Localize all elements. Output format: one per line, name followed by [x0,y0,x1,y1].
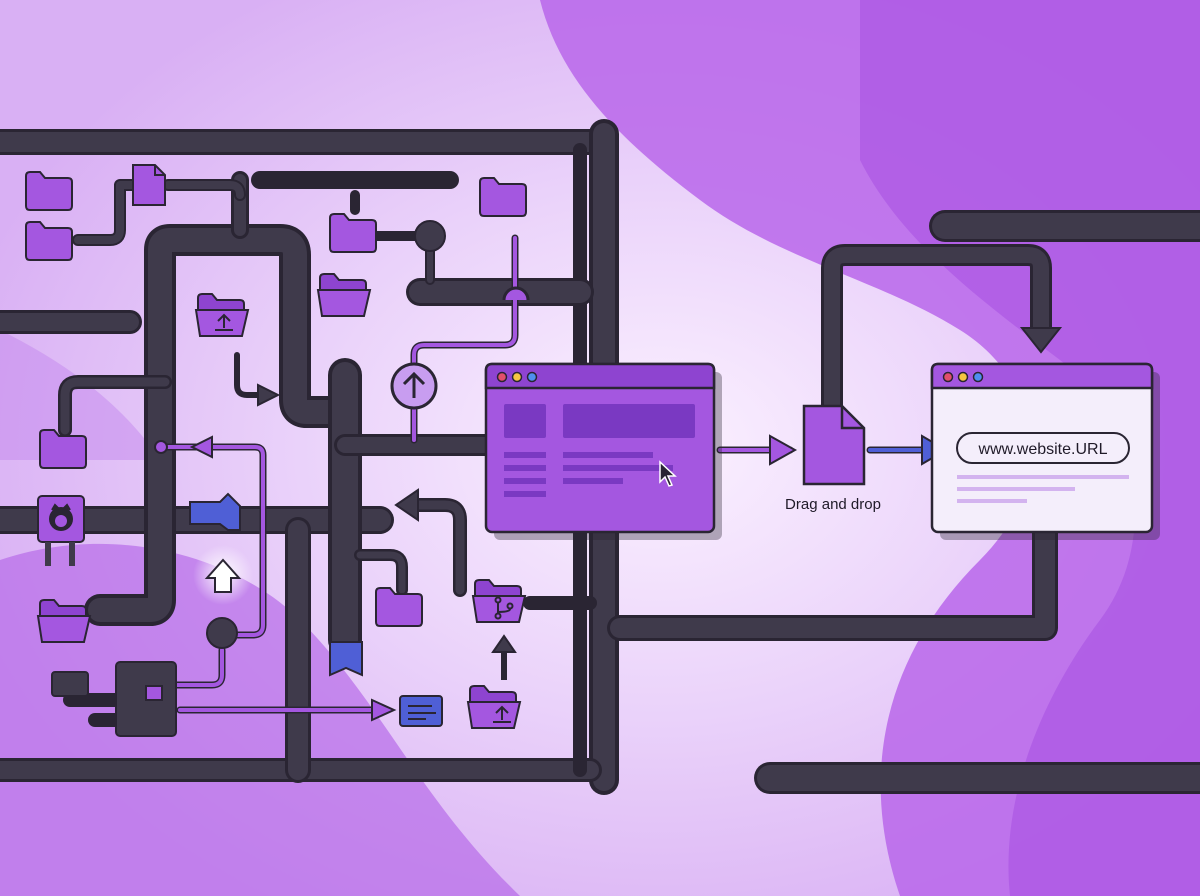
purple-connectors [136,234,934,714]
id-card-icon [399,695,443,727]
background-blob-left [0,543,520,896]
junction-node [206,617,238,649]
folder-open-icon [317,273,371,317]
upload-arrow-icon[interactable] [390,362,438,410]
up-arrow-icon [491,634,517,653]
background-blob-small [0,330,160,460]
document-icon[interactable] [802,404,866,486]
url-text: www.website.URL [978,441,1108,458]
drag-and-drop-label: Drag and drop [785,496,881,513]
glowing-upload-arrow-icon [193,545,253,605]
document-icon [132,164,166,206]
browser-window[interactable] [484,362,722,540]
junction-node [502,286,530,301]
connector-piece-icon [189,492,241,531]
close-dot-icon[interactable] [496,371,508,383]
folder-icon [39,429,87,469]
plug-icon [51,661,177,737]
url-bar[interactable] [956,432,1130,464]
folder-icon [329,213,377,253]
folder-icon [25,171,73,211]
bookmark-icon [329,641,363,677]
junction-node [154,440,168,454]
git-branch-folder-icon [472,579,526,623]
cursor-icon [659,460,677,487]
github-icon[interactable] [37,495,85,566]
left-arrow-icon [394,488,419,522]
junction-node [414,220,446,252]
website-window[interactable]: www.website.URL [930,362,1160,540]
upload-folder-icon [195,293,249,337]
close-dot-icon[interactable] [942,371,954,383]
right-arrow-icon [257,383,281,407]
down-arrow-icon [1019,327,1063,354]
folder-icon [375,587,423,627]
maximize-dot-icon[interactable] [972,371,984,383]
right-arrow-icon [769,434,798,466]
folder-open-icon [37,599,91,643]
folder-icon [25,221,73,261]
upload-folder-icon [467,685,521,729]
maximize-dot-icon[interactable] [526,371,538,383]
left-arrow-icon [189,435,213,459]
right-arrow-icon [371,698,397,722]
folder-icon [479,177,527,217]
minimize-dot-icon[interactable] [957,371,969,383]
minimize-dot-icon[interactable] [511,371,523,383]
